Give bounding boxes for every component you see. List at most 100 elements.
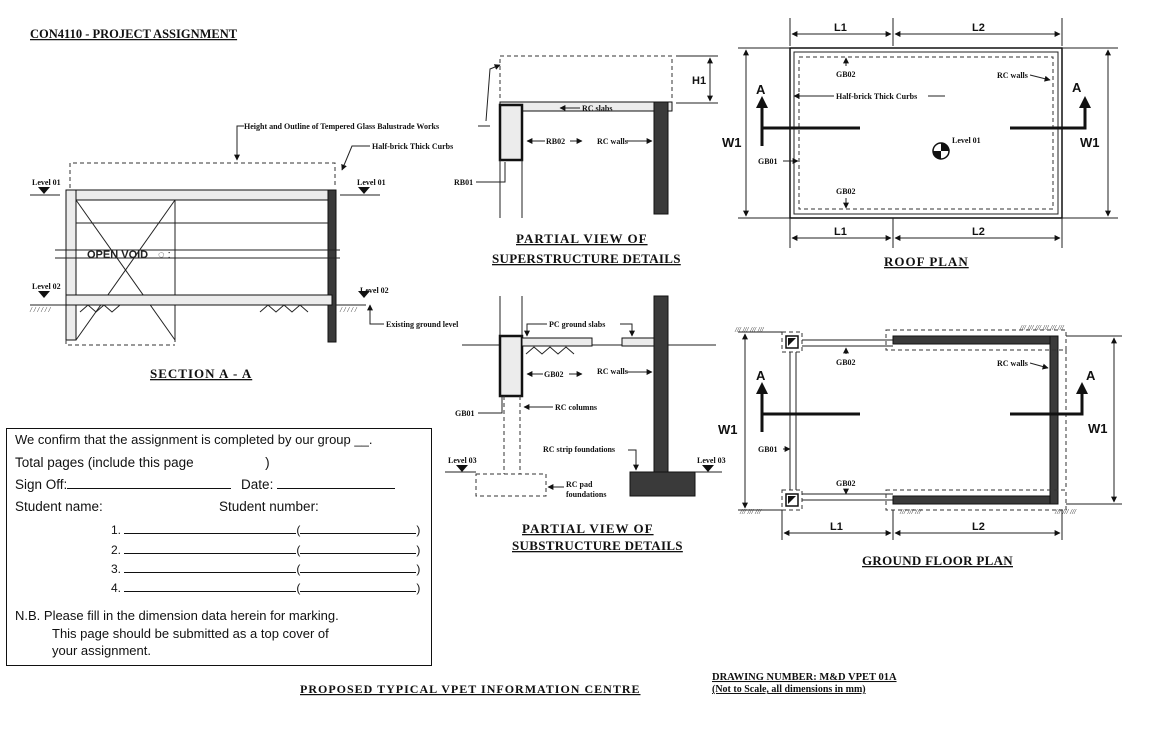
roof-plan: L1 L2 L1 L2 W1 W1 GB02 GB02 GB01 RC wall… [722, 18, 1118, 269]
sheet-title: CON4110 - PROJECT ASSIGNMENT [30, 27, 238, 41]
student-row-2: 2. () [111, 541, 420, 557]
paren-open: ( [296, 543, 301, 557]
ground-gb02-top: GB02 [836, 358, 856, 367]
section-a-a: / / / / / / / / / / / Level 01 Level 01 … [29, 122, 459, 381]
nb-line-3: your assignment. [52, 643, 151, 658]
student-name-field[interactable] [124, 521, 297, 534]
label-existing-ground: Existing ground level [386, 320, 459, 329]
ground-w1-right: W1 [1088, 421, 1108, 436]
student-number-label: Student number: [219, 499, 319, 514]
roof-w1-right: W1 [1080, 135, 1100, 150]
ground-l2: L2 [972, 521, 985, 533]
sub-label-gb01: GB01 [455, 409, 475, 418]
drawing-number: DRAWING NUMBER: M&D VPET 01A [712, 672, 897, 683]
paren-open: ( [296, 562, 301, 576]
paren-open: ( [296, 523, 301, 537]
total-pages-label: Total pages (include this page [15, 455, 194, 470]
sub-level03-left: Level 03 [448, 456, 477, 465]
date-label: Date: [241, 477, 274, 492]
open-void-marks: ◌ : [158, 249, 171, 261]
roof-rc-walls: RC walls [997, 71, 1028, 80]
section-label-curbs: Half-brick Thick Curbs [372, 142, 453, 151]
student-number-field[interactable] [300, 521, 417, 534]
date-field[interactable] [277, 476, 396, 489]
svg-text:/// /// ///: /// /// /// [899, 508, 922, 516]
paren-close: ) [416, 581, 421, 595]
nb-line-1: N.B. Please fill in the dimension data h… [15, 608, 339, 623]
ground-rc-wall-right [1049, 335, 1059, 505]
student-row-number: 1. [111, 523, 122, 537]
sub-label-strip: RC strip foundations [543, 445, 615, 454]
super-label-rc-slabs: RC slabs [582, 104, 612, 113]
open-void-label: OPEN VOID [87, 249, 148, 261]
sub-pad-foundation [475, 473, 547, 497]
sub-level03-right: Level 03 [697, 456, 726, 465]
ground-l1: L1 [830, 521, 843, 533]
student-number-field[interactable] [300, 579, 417, 592]
paren-open: ( [296, 581, 301, 595]
student-name-field[interactable] [124, 541, 297, 554]
sub-label-pad-2: foundations [566, 490, 606, 499]
student-number-field[interactable] [300, 560, 417, 573]
student-row-number: 3. [111, 562, 122, 576]
section-left-column [65, 189, 77, 341]
roof-a-left: A [756, 82, 766, 97]
ground-a-right: A [1086, 368, 1096, 383]
super-rb01 [498, 103, 524, 162]
ground-w1-left: W1 [718, 422, 738, 437]
student-header-row: Student name: Student number: [15, 499, 319, 514]
paren-close: ) [416, 562, 421, 576]
section-level02-right: Level 02 [360, 286, 389, 295]
roof-slab [65, 189, 333, 201]
ground-a-left: A [756, 368, 766, 383]
section-level01-left: Level 01 [32, 178, 61, 187]
paren-close: ) [416, 543, 421, 557]
svg-text:/// /// ///: /// /// /// [1054, 508, 1077, 516]
sub-label-rc-walls: RC walls [597, 367, 628, 376]
section-level01-right: Level 01 [357, 178, 386, 187]
balustrade-outline [69, 162, 336, 188]
superstructure-detail: H1 RC slabs RB02 RC walls RB01 PARTIAL V… [454, 55, 718, 266]
svg-text:/// /// /// ///: /// /// /// /// [734, 326, 765, 334]
student-number-field[interactable] [300, 541, 417, 554]
roof-a-right: A [1072, 80, 1082, 95]
roof-l2-bottom: L2 [972, 226, 985, 238]
section-title: SECTION A - A [150, 366, 252, 381]
roof-l1-top: L1 [834, 22, 847, 34]
sign-off-field[interactable] [67, 476, 232, 489]
sub-label-pad-1: RC pad [566, 480, 593, 489]
sub-gb01 [498, 334, 524, 398]
label-glass-balustrade: Height and Outline of Tempered Glass Bal… [244, 122, 439, 131]
sub-label-rc-columns: RC columns [555, 403, 597, 412]
nb-line-2: This page should be submitted as a top c… [52, 626, 329, 641]
student-row-1: 1. () [111, 521, 420, 537]
ground-rc-wall-bottom [892, 495, 1059, 505]
total-pages-row: Total pages (include this page ) [15, 455, 270, 470]
super-label-rb02: RB02 [546, 137, 565, 146]
cover-confirmation-box: We confirm that the assignment is comple… [6, 428, 432, 666]
student-name-field[interactable] [124, 579, 297, 592]
student-name-field[interactable] [124, 560, 297, 573]
student-row-4: 4. () [111, 579, 420, 595]
ground-gb01: GB01 [758, 445, 778, 454]
super-balustrade [499, 55, 673, 98]
roof-l2-top: L2 [972, 22, 985, 34]
roof-gb02-top: GB02 [836, 70, 856, 79]
sub-title-2: SUBSTRUCTURE DETAILS [512, 538, 683, 553]
roof-curbs: Half-brick Thick Curbs [836, 92, 917, 101]
super-title-1: PARTIAL VIEW OF [516, 231, 648, 246]
super-rc-wall [653, 101, 669, 215]
sub-rc-wall [653, 295, 669, 473]
sub-strip-foundation [629, 471, 696, 497]
total-pages-close: ) [265, 455, 270, 470]
ground-slab [65, 294, 333, 306]
section-rc-wall [327, 189, 337, 343]
roof-level01: Level 01 [952, 136, 981, 145]
paren-close: ) [416, 523, 421, 537]
sub-pc-slab [521, 337, 593, 347]
sub-title-1: PARTIAL VIEW OF [522, 521, 654, 536]
scale-note: (Not to Scale, all dimensions in mm) [712, 684, 866, 695]
sub-label-gb02: GB02 [544, 370, 564, 379]
ground-gb02-bottom: GB02 [836, 479, 856, 488]
